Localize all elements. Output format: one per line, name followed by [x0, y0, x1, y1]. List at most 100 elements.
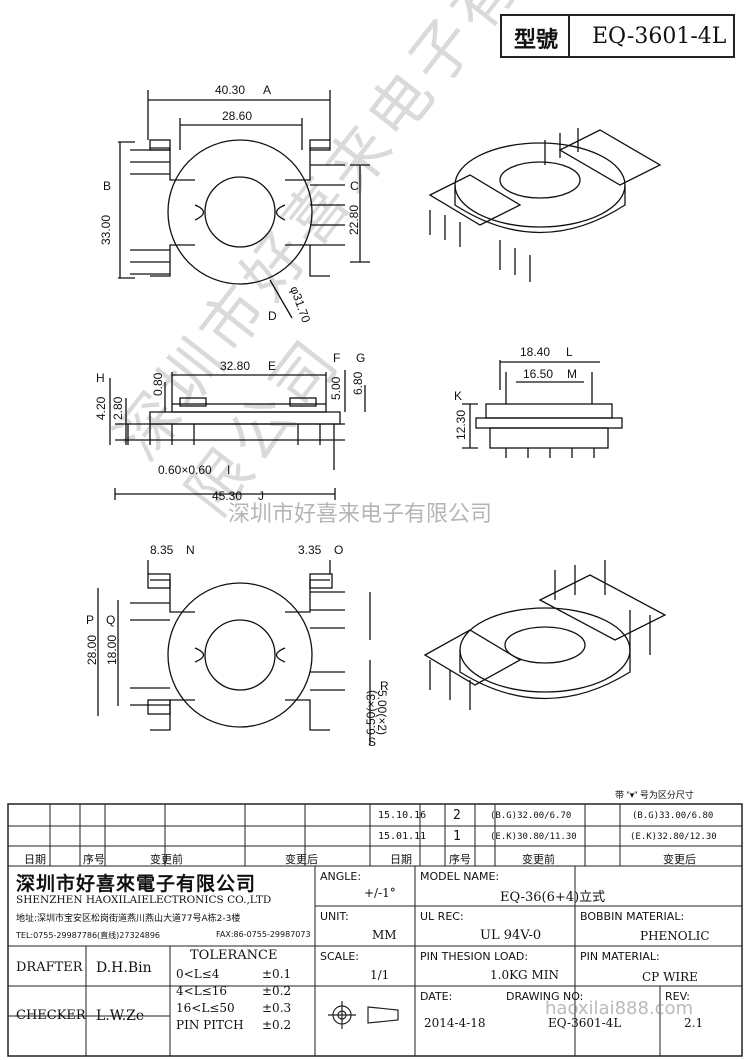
dim-tag-l: L — [566, 345, 573, 359]
model-header-label: 型號 — [514, 27, 559, 53]
unit-value: MM — [372, 928, 397, 942]
bobbin-material-label: BOBBIN MATERIAL: — [580, 910, 685, 923]
dim-end-k: 12.30 — [454, 410, 468, 440]
tolerance-range-3: PIN PITCH — [176, 1018, 244, 1032]
dim-tag-k: K — [454, 389, 462, 403]
rev-row-1-no: 1 — [453, 829, 461, 844]
company-address: 地址:深圳市宝安区松岗街道燕川燕山大道77号A栋2-3楼 — [16, 914, 241, 924]
tolerance-range-1: 4<L≤16 — [176, 984, 227, 998]
dim-tag-h: H — [96, 371, 105, 385]
checker-value: L.W.Ze — [96, 1008, 145, 1024]
iso-view-bottom — [423, 560, 667, 710]
pin-material-value: CP WIRE — [642, 970, 698, 984]
dim-tag-e: E — [268, 359, 276, 373]
drafter-value: D.H.Bin — [96, 960, 152, 976]
drawing-no-label: DRAWING NO: — [506, 990, 584, 1003]
dim-len-j: 45.30 — [212, 489, 242, 503]
rev-header-no-left: 序号 — [83, 853, 105, 866]
dim-tag-p: P — [86, 613, 94, 627]
tolerance-range-2: 16<L≤50 — [176, 1001, 235, 1015]
dim-tag-o: O — [334, 543, 343, 557]
date-label: DATE: — [420, 990, 453, 1003]
model-header-box: 型號 EQ-3601-4L — [500, 14, 735, 58]
dim-top-width: 40.30 — [215, 83, 245, 97]
unit-label: UNIT: — [320, 910, 349, 923]
dim-tag-c: C — [350, 179, 359, 193]
scale-label: SCALE: — [320, 950, 359, 963]
dim-height-b: 33.00 — [99, 215, 113, 245]
distinction-note: 带 "▾" 号为区分尺寸 — [615, 789, 694, 800]
title-block — [7, 803, 743, 1057]
dim-tag-m: M — [567, 367, 577, 381]
dimension-labels: 40.30 A 28.60 33.00 B 22.80 C φ31.70 D 3… — [85, 83, 577, 749]
dim-bot-o: 3.35 — [298, 543, 322, 557]
company-fax: FAX:86-0755-29987073 — [216, 930, 311, 939]
dim-bot-p: 28.00 — [85, 635, 99, 665]
rev-row-1-date: 15.01.11 — [378, 831, 427, 842]
tolerance-tol-0: ±0.1 — [262, 967, 292, 981]
side-view — [109, 370, 366, 500]
watermark-url: haoxilai888.com — [545, 998, 694, 1019]
rev-label: REV: — [665, 990, 690, 1003]
projection-symbol — [328, 1001, 399, 1029]
rev-row-1-after: (E.K)32.80/12.30 — [630, 832, 717, 842]
dim-tag-s: S — [368, 735, 376, 749]
rev-header-after-left: 变更后 — [285, 853, 318, 866]
tolerance-tol-2: ±0.3 — [262, 1001, 292, 1015]
dim-side-28: 2.80 — [111, 396, 125, 420]
dim-diameter: φ31.70 — [287, 284, 313, 325]
company-tel: TEL:0755-29987786(直线)27324896 — [16, 931, 161, 940]
model-header-divider — [568, 16, 570, 56]
rev-header-no-right: 序号 — [449, 853, 471, 866]
rev-row-2-date: 15.10.16 — [378, 810, 427, 821]
dim-side-08: 0.80 — [151, 372, 165, 396]
model-name-value: EQ-36(6+4)立式 — [500, 890, 606, 905]
tolerance-tol-3: ±0.2 — [262, 1018, 292, 1032]
dim-inner-width: 28.60 — [222, 109, 252, 123]
angle-label: ANGLE: — [320, 870, 362, 883]
dim-tag-j: J — [258, 489, 264, 503]
rev-value: 2.1 — [684, 1016, 704, 1030]
rev-row-2-no: 2 — [453, 808, 461, 823]
dim-tag-n: N — [186, 543, 195, 557]
pin-material-label: PIN MATERIAL: — [580, 950, 660, 963]
bobbin-material-value: PHENOLIC — [640, 929, 710, 943]
drafter-label: DRAFTER — [16, 960, 83, 975]
bottom-view — [97, 560, 371, 745]
ul-value: UL 94V-0 — [480, 928, 542, 943]
bobbin-drawing: 40.30 A 28.60 33.00 B 22.80 C φ31.70 D 3… — [85, 83, 694, 800]
dim-tag-a: A — [263, 83, 271, 97]
dim-tag-r: R — [380, 679, 389, 693]
drawing-no-value: EQ-3601-4L — [548, 1016, 622, 1030]
company-name-en: SHENZHEN HAOXILAIELECTRONICS CO.,LTD — [16, 894, 272, 906]
angle-value: +/-1° — [364, 886, 396, 900]
dim-tag-d: D — [268, 309, 277, 323]
dim-bot-r: 5.00(×2) — [375, 690, 389, 735]
dim-bot-s: 6.50(×3) — [364, 690, 378, 735]
rev-header-before-right: 变更前 — [522, 853, 555, 866]
rev-header-after-right: 变更后 — [663, 853, 696, 866]
pin-tension-label: PIN THESION LOAD: — [420, 950, 529, 963]
dim-tag-q: Q — [106, 613, 115, 627]
dim-height-c: 22.80 — [347, 205, 361, 235]
top-view — [118, 90, 370, 319]
end-view — [462, 360, 623, 458]
dim-end-m: 16.50 — [523, 367, 553, 381]
date-value: 2014-4-18 — [424, 1016, 486, 1030]
checker-label: CHECKER — [16, 1008, 86, 1023]
model-name-label: MODEL NAME: — [420, 870, 500, 883]
model-header-value: EQ-3601-4L — [592, 24, 727, 49]
dim-bot-n: 8.35 — [150, 543, 174, 557]
company-name-cn: 深圳市好喜來電子有限公司 — [16, 873, 257, 895]
rev-header-before-left: 变更前 — [150, 853, 183, 866]
dim-side-g: 6.80 — [351, 371, 365, 395]
dim-tag-b: B — [103, 179, 111, 193]
rev-row-2-after: (B.G)33.00/6.80 — [632, 811, 714, 821]
tolerance-tol-1: ±0.2 — [262, 984, 292, 998]
rev-row-1-before: (E.K)30.80/11.30 — [490, 832, 577, 842]
dim-side-e: 32.80 — [220, 359, 250, 373]
dim-tag-f: F — [333, 351, 340, 365]
dim-bot-q: 18.00 — [105, 635, 119, 665]
tolerance-range-0: 0<L≤4 — [176, 967, 220, 981]
rev-header-date-right: 日期 — [390, 853, 412, 866]
